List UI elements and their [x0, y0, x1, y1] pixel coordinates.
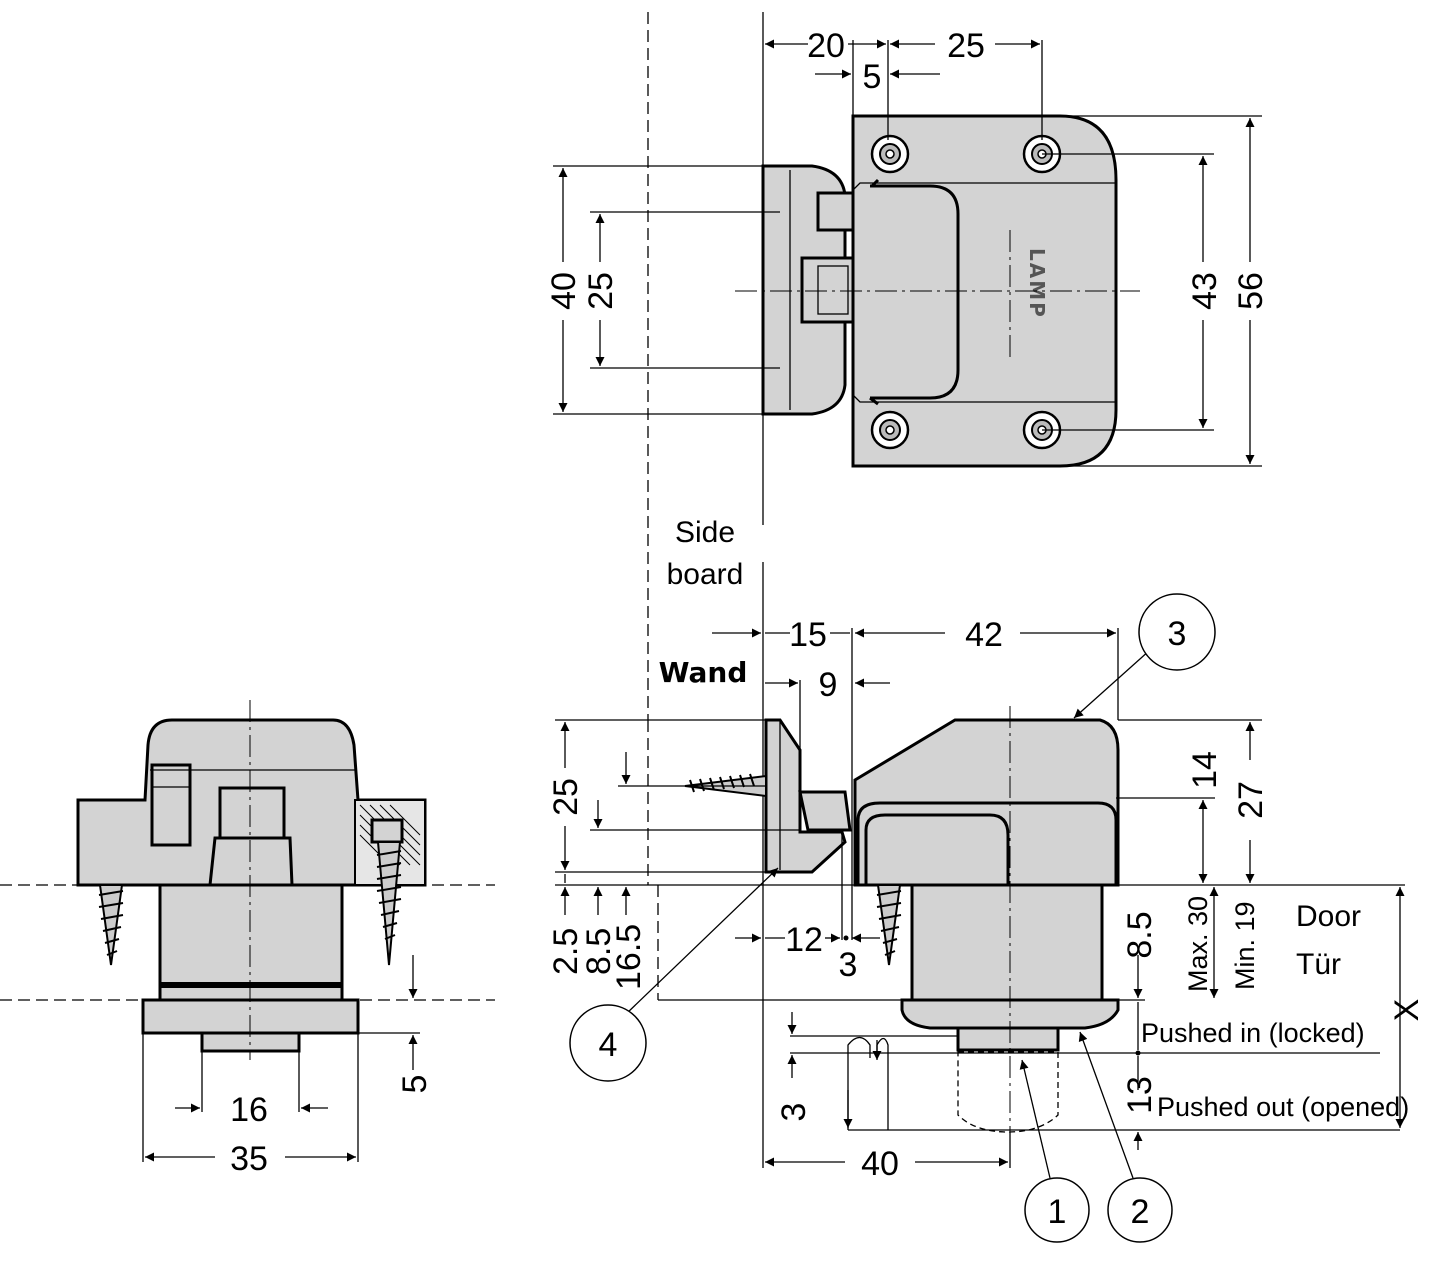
callout-3: 3 [1138, 593, 1216, 671]
dim-16: 16 [230, 1091, 268, 1129]
dim-point [1135, 1050, 1141, 1056]
latch-body-inner-lines [852, 182, 1116, 403]
leader-3 [1073, 649, 1151, 719]
tuer-label: Tür [1296, 948, 1341, 981]
dim-point [843, 935, 849, 941]
latch-housing-side [856, 801, 1118, 887]
wall-screw [684, 773, 767, 798]
front-slot [150, 763, 192, 847]
side-board-label-2: board [667, 558, 744, 591]
pushed-in-label: Pushed in (locked) [1141, 1018, 1365, 1048]
screw-hole-3 [870, 410, 910, 450]
dim-40: 40 [545, 272, 583, 310]
callout-4: 4 [569, 1004, 647, 1082]
hook-symbol [847, 1036, 889, 1130]
latch-plunger-side [864, 813, 1010, 885]
strike-hook [798, 790, 852, 832]
section-screw-head [370, 818, 404, 844]
dim-43: 43 [1186, 272, 1224, 310]
lamp-logo: LAMP [1025, 248, 1049, 319]
cylinder-body [910, 883, 1104, 1002]
side-view: Side board Wand [547, 516, 1426, 1243]
front-cylinder-band [160, 982, 342, 988]
front-screw-left [98, 884, 124, 966]
dim-3-travel: 3 [775, 1103, 813, 1122]
dim-25-vertical: 25 [582, 272, 620, 310]
dim-56: 56 [1232, 272, 1270, 310]
body-screw [876, 884, 902, 966]
x-label: X [1388, 999, 1426, 1022]
svg-text:4: 4 [599, 1026, 618, 1064]
dim-20: 20 [807, 27, 845, 65]
door-label: Door [1296, 900, 1361, 933]
dim-9: 9 [819, 666, 838, 704]
dim-12: 12 [785, 921, 823, 959]
dim-35: 35 [230, 1140, 268, 1178]
max-30-label: Max. 30 [1183, 896, 1213, 992]
dim-16-5: 16.5 [610, 924, 648, 990]
front-plunger-top [218, 786, 286, 840]
front-cylinder [158, 883, 344, 1002]
leader-2 [1078, 1031, 1134, 1179]
dim-15: 15 [789, 616, 827, 654]
dim-5: 5 [863, 58, 882, 96]
dim-13: 13 [1121, 1076, 1159, 1114]
leader-4 [624, 867, 779, 1016]
push-button-locked [956, 1026, 1060, 1052]
dim-5-front: 5 [396, 1075, 434, 1094]
dim-8-5-door: 8.5 [1121, 911, 1159, 958]
push-button-opened-outline [957, 1051, 1059, 1133]
svg-text:3: 3 [1168, 615, 1187, 653]
dim-14: 14 [1186, 751, 1224, 789]
strike-tab-inner [817, 265, 849, 315]
dim-42: 42 [965, 616, 1003, 654]
callout-2: 2 [1107, 1177, 1173, 1243]
screw-hole-1 [870, 134, 910, 174]
leader-1 [1019, 1059, 1051, 1179]
front-screw-right [376, 841, 402, 966]
min-19-label: Min. 19 [1230, 901, 1260, 990]
dim-27: 27 [1232, 781, 1270, 819]
dim-2-5: 2.5 [547, 928, 585, 975]
svg-text:2: 2 [1131, 1193, 1150, 1231]
svg-text:1: 1 [1048, 1193, 1067, 1231]
dim-8-5: 8.5 [580, 928, 618, 975]
side-board-label-1: Side [675, 516, 735, 549]
strike-tab-lower [800, 256, 856, 324]
front-plunger-base [208, 836, 294, 887]
dim-40: 40 [861, 1145, 899, 1183]
dim-25-horizontal: 25 [947, 27, 985, 65]
dim-25: 25 [547, 778, 585, 816]
front-view: 16 35 5 [0, 700, 495, 1178]
pushed-out-label: Pushed out (opened) [1157, 1092, 1409, 1122]
wand-label: Wand [659, 656, 748, 689]
callout-1: 1 [1024, 1177, 1090, 1243]
top-view: LAMP 20 25 5 40 25 [545, 12, 1270, 720]
dim-3-offset: 3 [839, 946, 858, 984]
